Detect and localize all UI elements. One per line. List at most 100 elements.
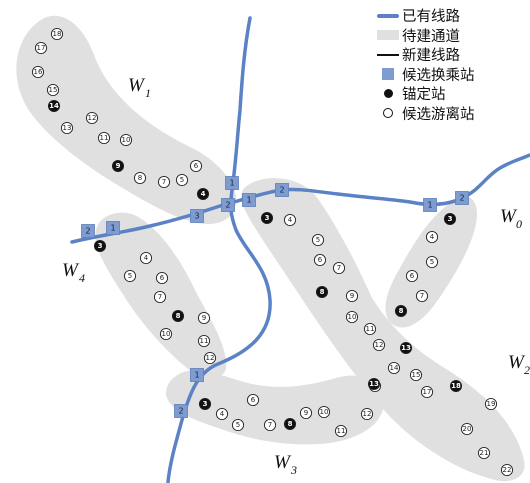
station-number: 3 [98, 242, 103, 250]
candidate-station-w2: 14 [387, 361, 401, 375]
transfer-station-label: 1 [110, 224, 115, 233]
station-number: 3 [203, 400, 208, 408]
transfer-station-label: 1 [194, 371, 199, 380]
candidate-station-w1: 16 [31, 65, 45, 79]
station-number: 3 [448, 215, 453, 223]
station-number: 21 [480, 449, 489, 457]
station-number: 5 [128, 272, 132, 280]
station-number: 6 [160, 274, 165, 282]
candidate-station-w2: 9 [345, 289, 359, 303]
candidate-station-w4: 11 [197, 334, 211, 348]
candidate-station-w2: 15 [409, 368, 423, 382]
station-number: 20 [463, 425, 472, 433]
station-number: 7 [268, 421, 272, 429]
station-number: 10 [320, 408, 329, 416]
station-number: 11 [200, 337, 209, 345]
candidate-station-w2: 21 [477, 446, 491, 460]
station-number: 8 [138, 174, 142, 182]
corridor-swatch-icon [374, 26, 402, 46]
candidate-station-w0: 6 [405, 269, 419, 283]
corridor-label-w4-main: W [62, 260, 80, 281]
transfer-station: 1 [106, 221, 120, 235]
candidate-station-w1: 11 [97, 131, 111, 145]
station-number: 6 [318, 256, 323, 264]
candidate-station-w2: 4 [283, 213, 297, 227]
transfer-station: 2 [221, 198, 235, 212]
station-number: 5 [180, 176, 184, 184]
candidate-station-w2: 11 [363, 322, 377, 336]
candidate-station-w3: 6 [246, 393, 260, 407]
station-number: 12 [363, 410, 372, 418]
station-number: 9 [202, 314, 206, 322]
candidate-station-w2: 12 [372, 338, 386, 352]
corridor-w2 [241, 178, 525, 482]
candidate-station-w2: 7 [332, 261, 346, 275]
transfer-station-label: 2 [459, 194, 464, 203]
station-number: 3 [265, 214, 270, 222]
anchor-station-w2: 13 [399, 341, 413, 355]
candidate-station-w1: 7 [157, 175, 171, 189]
transfer-station-label: 2 [279, 186, 284, 195]
station-number: 12 [375, 341, 384, 349]
station-number: 10 [348, 313, 357, 321]
station-number: 8 [176, 312, 181, 320]
station-number: 5 [316, 236, 320, 244]
station-number: 4 [201, 190, 206, 198]
existing-line-north-south [166, 16, 272, 483]
station-number: 18 [53, 30, 62, 38]
transfer-station: 2 [174, 404, 188, 418]
candidate-station-w2: 22 [500, 463, 514, 477]
candidate-station-w3: 7 [263, 418, 277, 432]
candidate-station-w1: 10 [119, 133, 133, 147]
corridor-label-w3: W 3 [274, 452, 297, 477]
anchor-station-w1: 14 [47, 99, 61, 113]
station-number: 4 [288, 216, 293, 224]
candidate-station-w1: 5 [175, 173, 189, 187]
candidate-station-w3: 4 [215, 407, 229, 421]
candidate-station-w2: 19 [484, 397, 498, 411]
corridor-w3 [166, 370, 385, 445]
transfer-station: 1 [190, 368, 204, 382]
legend-label: 新建线路 [402, 48, 460, 65]
corridor-label-w0-sub: 0 [516, 217, 522, 231]
anchor-station-w2: 18 [449, 379, 463, 393]
candidate-station-w1: 8 [133, 171, 147, 185]
station-number: 4 [144, 254, 149, 262]
anchor-station-w4: 8 [171, 309, 185, 323]
station-number: 10 [122, 136, 131, 144]
station-number: 15 [49, 86, 58, 94]
candidate-station-w4: 5 [123, 269, 137, 283]
corridor-label-w4-sub: 4 [79, 271, 85, 285]
candidate-station-w3: 5 [231, 418, 245, 432]
legend-label: 已有线路 [402, 9, 460, 26]
existing-line-east-west [70, 153, 530, 244]
legend-item-anchor-station: 锚定站 [374, 84, 530, 104]
candidate-station-w1: 15 [46, 83, 60, 97]
station-number: 14 [49, 102, 59, 110]
candidate-station-w2: 10 [345, 310, 359, 324]
candidate-station-w0: 4 [425, 230, 439, 244]
station-number: 8 [320, 288, 325, 296]
candidate-station-w1: 17 [34, 41, 48, 55]
transfer-station: 1 [225, 176, 239, 190]
station-number: 9 [304, 409, 308, 417]
anchor-station-w3: 8 [283, 417, 297, 431]
transfer-station-label: 2 [178, 407, 183, 416]
transfer-station-label: 1 [427, 201, 432, 210]
corridor-w1 [16, 15, 237, 225]
station-number: 11 [337, 427, 346, 435]
anchor-station-w0: 3 [443, 212, 457, 226]
candidate-station-w4: 4 [139, 251, 153, 265]
station-number: 14 [390, 364, 399, 372]
station-number: 8 [399, 307, 404, 315]
station-number: 11 [100, 134, 109, 142]
station-number: 13 [369, 380, 379, 388]
candidate-station-w0: 7 [415, 289, 429, 303]
transfer-station: 3 [190, 209, 204, 223]
station-number: 6 [194, 162, 199, 170]
station-number: 9 [350, 292, 354, 300]
anchor-station-w2: 8 [315, 285, 329, 299]
station-number: 10 [162, 330, 171, 338]
station-number: 4 [430, 233, 435, 241]
candidate-station-w2: 17 [420, 385, 434, 399]
